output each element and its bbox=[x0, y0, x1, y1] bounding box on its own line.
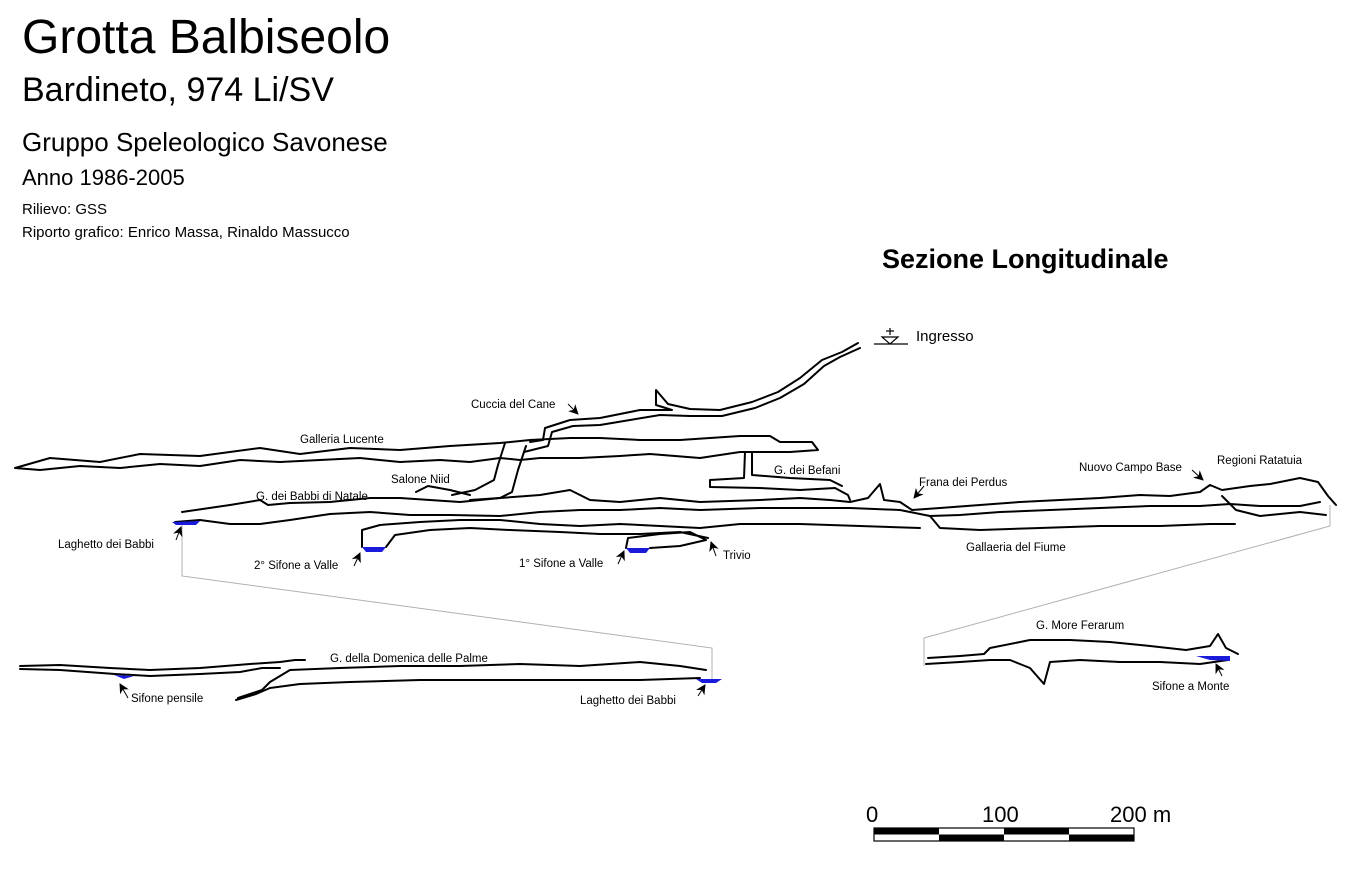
label-laghetto-dei-babbi: Laghetto dei Babbi bbox=[58, 539, 154, 551]
label-sifone-2: 2° Sifone a Valle bbox=[254, 560, 338, 572]
entrance-gallery bbox=[523, 342, 861, 453]
main-river-gallery bbox=[174, 477, 1337, 531]
water-sifone-pensile bbox=[114, 675, 134, 679]
scale-tick-0: 0 bbox=[866, 802, 878, 827]
survey-credit: Rilievo: GSS bbox=[22, 201, 108, 218]
label-galleria-del-fiume: Gallaeria del Fiume bbox=[966, 542, 1066, 554]
map-title: Grotta Balbiseolo bbox=[22, 11, 391, 64]
label-more-ferarum: G. More Ferarum bbox=[1036, 620, 1124, 632]
label-cuccia-del-cane: Cuccia del Cane bbox=[471, 399, 555, 411]
label-ingresso: Ingresso bbox=[916, 328, 974, 345]
label-sifone-1: 1° Sifone a Valle bbox=[519, 558, 603, 570]
label-sifone-a-monte: Sifone a Monte bbox=[1152, 681, 1229, 693]
entrance-icon bbox=[874, 328, 908, 345]
graphics-credit: Riporto grafico: Enrico Massa, Rinaldo M… bbox=[22, 224, 350, 241]
label-salone-niid: Salone Niid bbox=[391, 474, 450, 486]
group-name: Gruppo Speleologico Savonese bbox=[22, 127, 388, 157]
domenica-inset-gallery bbox=[19, 522, 713, 701]
water-laghetto-babbi bbox=[172, 521, 200, 525]
galleria-befani bbox=[709, 451, 851, 501]
water-sifone-2 bbox=[362, 547, 386, 552]
label-galleria-lucente: Galleria Lucente bbox=[300, 434, 384, 446]
label-nuovo-campo-base: Nuovo Campo Base bbox=[1079, 462, 1182, 474]
label-sifone-pensile: Sifone pensile bbox=[131, 693, 203, 705]
section-title: Sezione Longitudinale bbox=[882, 244, 1169, 274]
label-babbi-di-natale: G. dei Babbi di Natale bbox=[256, 491, 368, 503]
central-shafts bbox=[415, 442, 527, 501]
label-frana-dei-perdus: Frana dei Perdus bbox=[919, 477, 1007, 489]
water-sifone-monte bbox=[1196, 656, 1230, 661]
scale-bar: 0 100 200 m bbox=[866, 802, 1171, 842]
label-arrows bbox=[119, 403, 1225, 699]
label-domenica-delle-palme: G. della Domenica delle Palme bbox=[330, 653, 488, 665]
label-befani: G. dei Befani bbox=[774, 465, 840, 477]
survey-years: Anno 1986-2005 bbox=[22, 165, 185, 190]
siphon-passages bbox=[361, 519, 921, 549]
label-laghetto-dei-babbi-2: Laghetto dei Babbi bbox=[580, 695, 676, 707]
galleria-lucente bbox=[14, 435, 819, 471]
water-sifone-1 bbox=[626, 548, 650, 553]
scale-tick-200: 200 m bbox=[1110, 802, 1171, 827]
label-regioni-ratatuia: Regioni Ratatuia bbox=[1217, 455, 1303, 467]
more-ferarum-inset-gallery bbox=[923, 505, 1331, 685]
label-trivio: Trivio bbox=[723, 550, 751, 562]
water-bodies bbox=[114, 521, 1230, 683]
scale-tick-100: 100 bbox=[982, 802, 1019, 827]
water-laghetto-babbi-2 bbox=[696, 679, 722, 683]
map-subtitle: Bardineto, 974 Li/SV bbox=[22, 71, 334, 109]
